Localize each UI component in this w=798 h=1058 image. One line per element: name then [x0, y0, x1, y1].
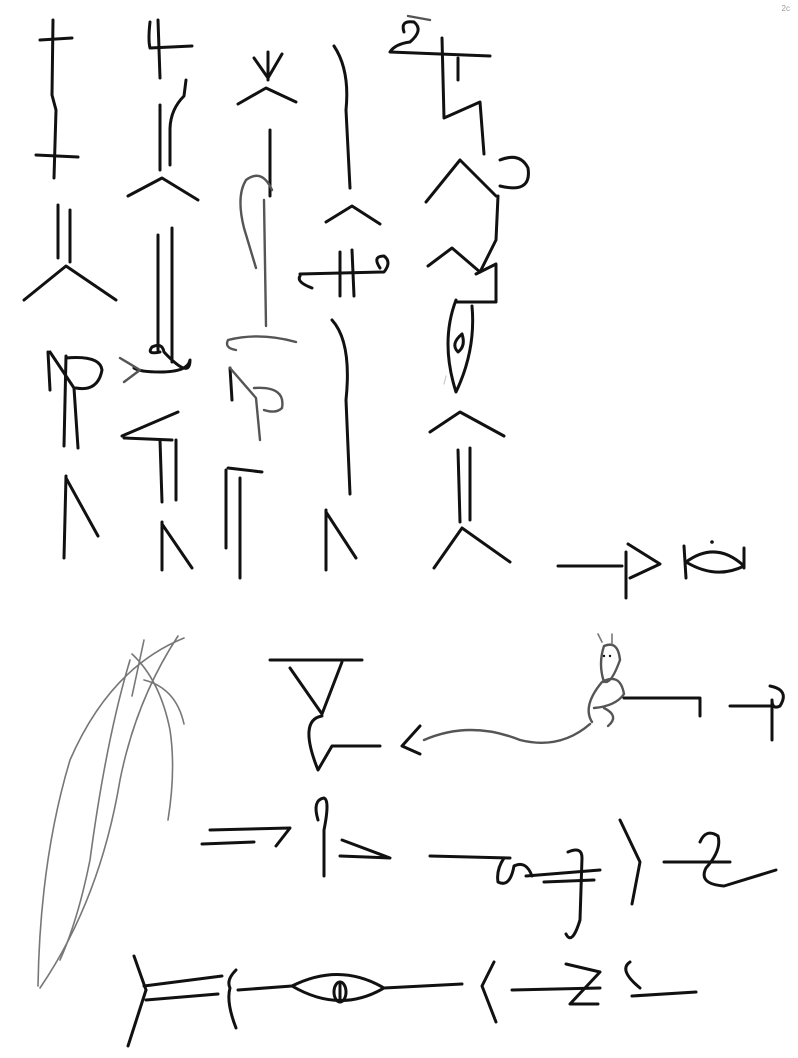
glyph-column-1	[22, 18, 118, 560]
glyph-row-right-mid	[556, 540, 746, 600]
corner-mark: 2c	[781, 4, 790, 13]
glyph-row-lower	[200, 796, 778, 940]
glyph-column-5	[388, 14, 530, 570]
glyph-row-bottom	[126, 954, 698, 1048]
glyph-column-4	[297, 44, 390, 572]
glyph-feather	[37, 635, 185, 989]
glyph-row-serpent	[268, 633, 785, 772]
glyph-column-2	[118, 18, 200, 572]
glyph-column-3	[224, 50, 298, 580]
